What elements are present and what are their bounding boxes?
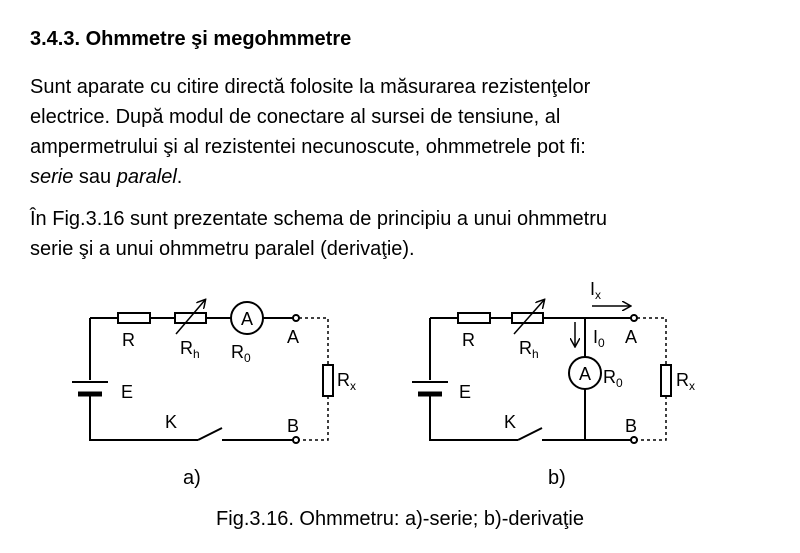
label-e-b: E (459, 382, 471, 402)
resistor-rx-a (322, 364, 334, 397)
rheostat-arrow-b (513, 300, 544, 335)
label-k-a: K (165, 412, 177, 432)
period: . (176, 166, 183, 188)
label-terminal-a-b: A (625, 327, 637, 347)
label-r-a: R (122, 330, 135, 350)
rx-dashed-wire-b (637, 317, 667, 441)
figure-caption: Fig.3.16. Ohmmetru: a)-serie; b)-derivaţ… (216, 508, 584, 530)
label-r-b: R (462, 330, 475, 350)
label-fig-a: a) (183, 467, 201, 489)
label-ammeter-a: A (241, 309, 253, 329)
term-serie: serie (30, 166, 74, 188)
paragraph-intro-line2: electrice. După modul de conectare al su… (30, 106, 561, 128)
label-rh-a: Rh (180, 338, 200, 361)
label-rx-b: Rx (676, 370, 695, 393)
terminal-b-b (630, 436, 638, 444)
label-fig-b: b) (548, 467, 566, 489)
ammeter-a (230, 301, 264, 335)
label-rx-a: Rx (337, 370, 356, 393)
resistor-r-a (117, 312, 151, 324)
ammeter-b (568, 356, 602, 390)
label-ammeter-b: A (579, 364, 591, 384)
rx-dashed-wire-a (299, 317, 329, 441)
circuit-a-wire-left (89, 318, 198, 441)
word-sau: sau (73, 166, 117, 188)
circuit-a-serie (72, 300, 334, 444)
label-ix-b: Ix (590, 279, 601, 302)
label-r0-a: R0 (231, 342, 251, 365)
terminal-b-a (292, 436, 300, 444)
circuit-b-derivatie (412, 300, 672, 444)
paragraph-figure-line1: În Fig.3.16 sunt prezentate schema de pr… (30, 208, 607, 230)
label-terminal-a-a: A (287, 327, 299, 347)
rheostat-rh-b (511, 312, 544, 324)
switch-k-a (197, 427, 223, 441)
label-r0-b: R0 (603, 367, 623, 390)
terminal-a-b (630, 314, 638, 322)
resistor-r-b (457, 312, 491, 324)
paragraph-intro: Sunt aparate cu citire directă folosite … (30, 72, 780, 192)
resistor-rx-b (660, 364, 672, 397)
label-terminal-b-b: B (625, 416, 637, 436)
paragraph-intro-line3: ampermetrului şi al rezistentei necunosc… (30, 136, 586, 158)
rheostat-arrow-a (175, 300, 205, 335)
terminal-a-a (292, 314, 300, 322)
paragraph-figure-intro: În Fig.3.16 sunt prezentate schema de pr… (30, 204, 780, 264)
switch-k-b (517, 427, 543, 441)
circuit-b-wire-left (429, 318, 518, 441)
term-paralel: paralel (116, 166, 177, 188)
paragraph-intro-line1: Sunt aparate cu citire directă folosite … (30, 76, 591, 98)
label-i0-b: I0 (593, 327, 605, 350)
circuit-a-labels: R Rh A R0 A B Rx E K a) (121, 309, 356, 489)
label-k-b: K (504, 412, 516, 432)
label-e-a: E (121, 382, 133, 402)
section-heading: 3.4.3. Ohmmetre şi megohmmetre (30, 28, 352, 50)
circuit-b-labels: R Rh A R0 I0 Ix A B Rx E K b) (459, 279, 695, 489)
paragraph-figure-line2: serie şi a unui ohmmetru paralel (deriva… (30, 238, 415, 260)
label-rh-b: Rh (519, 338, 539, 361)
rheostat-rh-a (174, 312, 207, 324)
label-terminal-b-a: B (287, 416, 299, 436)
